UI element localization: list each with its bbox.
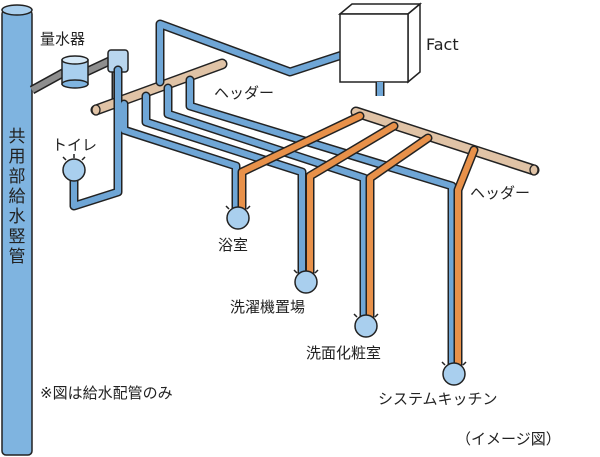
image-note-label: （イメージ図） <box>456 430 561 448</box>
kitchen-label: システムキッチン <box>378 390 498 408</box>
header-pipe-right <box>350 106 540 176</box>
header-right-label: ヘッダー <box>470 184 530 202</box>
riser-label: 共 用 部 給 水 竪 管 <box>9 127 26 267</box>
riser-pipe <box>1 4 33 456</box>
riser-label-char: 給 <box>9 187 26 207</box>
hot-water-pipes <box>237 111 479 373</box>
riser-label-char: 水 <box>9 207 26 227</box>
meter-label: 量水器 <box>40 30 85 48</box>
riser-label-char: 部 <box>9 167 26 187</box>
riser-label-char: 共 <box>9 127 26 147</box>
riser-label-char: 竪 <box>9 227 26 247</box>
cold-water-pipes <box>69 19 457 373</box>
laundry-faucet <box>293 269 319 294</box>
water-meter <box>61 55 89 89</box>
header-top-label: ヘッダー <box>214 84 274 102</box>
vanity-faucet <box>353 313 379 338</box>
toilet-label: トイレ <box>52 136 97 154</box>
kitchen-faucet <box>441 361 467 386</box>
water-heater <box>337 2 423 84</box>
riser-label-char: 用 <box>9 147 26 167</box>
heater-label: Fact <box>426 35 459 54</box>
toilet-faucet <box>62 154 86 182</box>
riser-label-char: 管 <box>9 247 26 267</box>
laundry-label: 洗濯機置場 <box>230 298 305 316</box>
bath-label: 浴室 <box>218 236 248 254</box>
bath-faucet <box>225 205 251 230</box>
note-label: ※図は給水配管のみ <box>40 384 173 402</box>
vanity-label: 洗面化粧室 <box>306 344 381 362</box>
